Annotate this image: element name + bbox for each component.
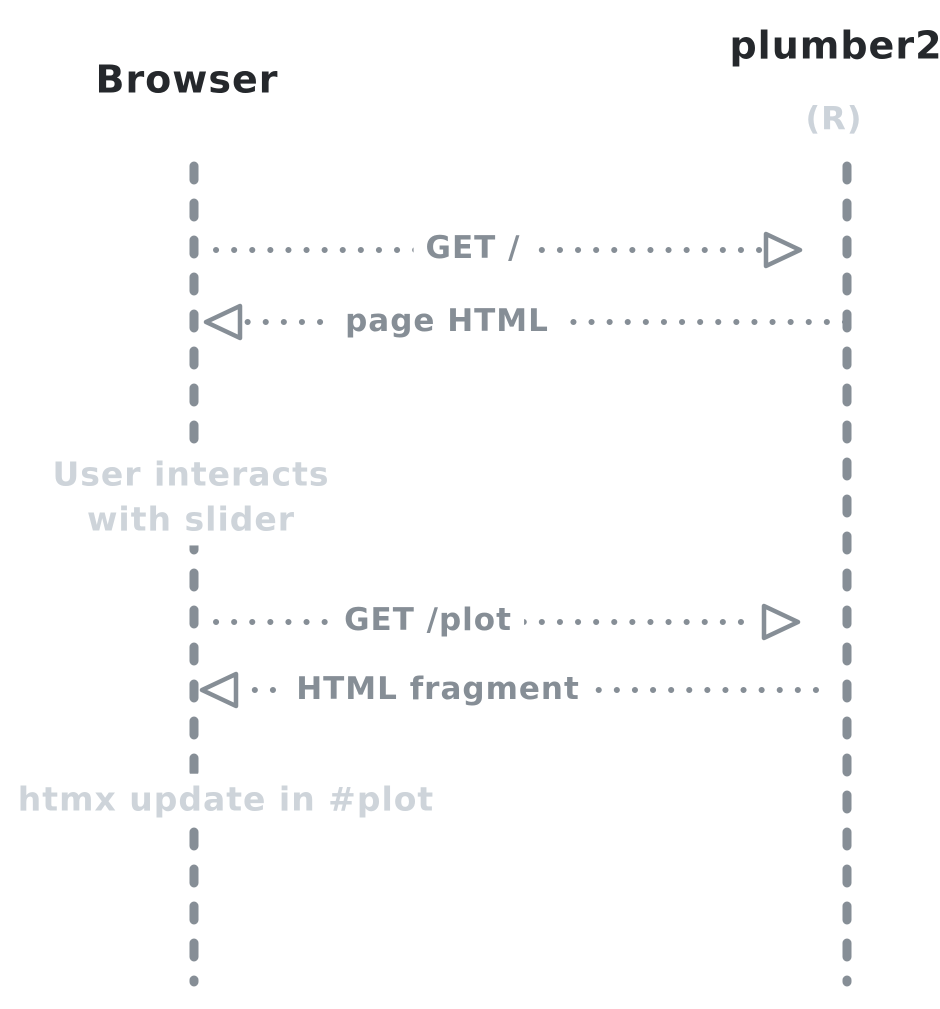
message-label-page-html: page HTML: [333, 299, 561, 345]
arrowhead-left-icon: [203, 303, 243, 341]
actor-plumber2-label: plumber2: [729, 23, 940, 68]
arrowhead-left-icon: [199, 671, 239, 709]
arrowhead-right-icon: [761, 603, 801, 641]
note-user-interacts: User interacts with slider: [38, 448, 344, 546]
message-label-get-root: GET /: [413, 226, 533, 272]
actor-browser-label: Browser: [95, 57, 279, 102]
message-label-html-fragment: HTML fragment: [284, 667, 592, 713]
arrowhead-right-icon: [763, 231, 803, 269]
actor-plumber2-subtitle: (R): [805, 99, 863, 138]
message-label-get-plot: GET /plot: [332, 598, 524, 644]
note-htmx-update: htmx update in #plot: [3, 773, 449, 827]
